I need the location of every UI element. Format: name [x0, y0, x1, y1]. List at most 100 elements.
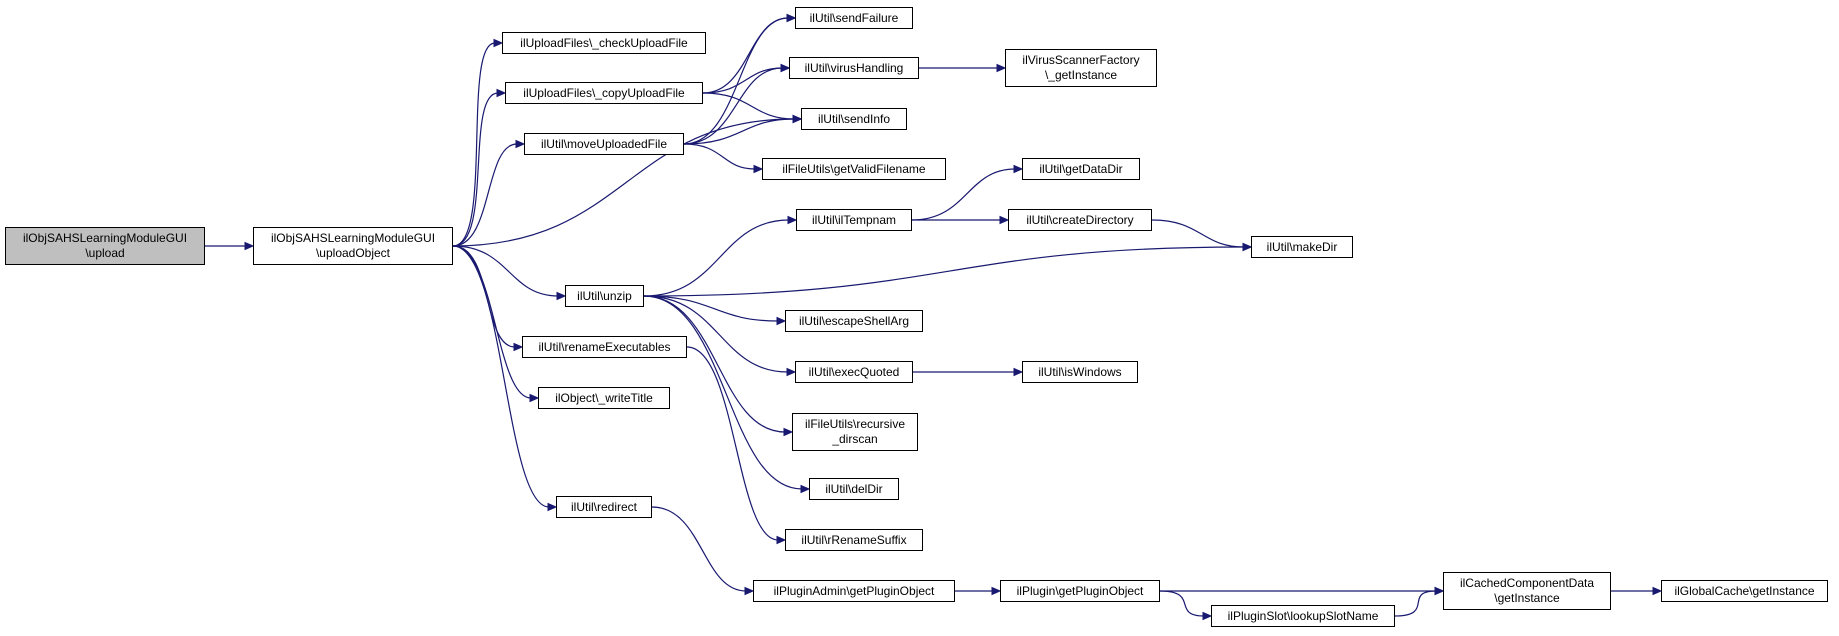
node-label: ilCachedComponentData \getInstance — [1459, 576, 1595, 605]
node-label: ilPluginAdmin\getPluginObject — [773, 583, 935, 598]
edge-getPluginObject-to-lookupSlotName — [1159, 590, 1205, 617]
edge-arrowhead — [515, 139, 526, 149]
edge-arrowhead — [513, 342, 524, 352]
node-writeTitle[interactable]: ilObject\_writeTitle — [538, 387, 670, 409]
edge-uploadObject-to-renameExecutables — [452, 245, 516, 348]
node-getPluginObject[interactable]: ilPlugin\getPluginObject — [1000, 580, 1160, 602]
node-label: ilUtil\ilTempnam — [811, 212, 897, 227]
node-cachedGetInstance[interactable]: ilCachedComponentData \getInstance — [1443, 572, 1611, 610]
node-getDataDir[interactable]: ilUtil\getDataDir — [1022, 158, 1140, 180]
node-virusHandling[interactable]: ilUtil\virusHandling — [789, 57, 919, 79]
node-recursiveDirscan[interactable]: ilFileUtils\recursive _dirscan — [792, 413, 918, 451]
edge-arrowhead — [786, 13, 797, 23]
edge-uploadObject-to-writeTitle — [452, 245, 532, 399]
node-label: ilUtil\redirect — [570, 499, 637, 514]
edge-redirect-to-getPluginObjectAdmin — [651, 506, 747, 592]
edge-arrowhead — [1434, 586, 1445, 596]
edge-arrowhead — [1202, 611, 1213, 621]
edge-moveUploadedFile-to-sendFailure — [683, 17, 789, 145]
edge-arrowhead — [776, 535, 787, 545]
edge-createDirectory-to-makeDir — [1151, 219, 1245, 248]
node-execQuoted[interactable]: ilUtil\execQuoted — [795, 361, 913, 383]
edge-arrowhead — [244, 241, 255, 251]
node-label: ilGlobalCache\getInstance — [1674, 583, 1815, 598]
node-label: ilUtil\unzip — [577, 288, 632, 303]
node-label: ilPlugin\getPluginObject — [1016, 583, 1144, 598]
node-label: ilFileUtils\getValidFilename — [782, 161, 926, 176]
edge-unzip-to-makeDir — [643, 246, 1245, 297]
edge-arrowhead — [780, 63, 791, 73]
node-virusScannerGetInstance[interactable]: ilVirusScannerFactory \_getInstance — [1005, 49, 1157, 87]
node-createDirectory[interactable]: ilUtil\createDirectory — [1008, 209, 1152, 231]
node-renameExecutables[interactable]: ilUtil\renameExecutables — [522, 336, 687, 358]
edge-arrowhead — [1652, 586, 1663, 596]
node-label: ilVirusScannerFactory \_getInstance — [1022, 53, 1140, 82]
edge-moveUploadedFile-to-virusHandling — [683, 67, 783, 145]
node-label: ilObject\_writeTitle — [555, 390, 653, 405]
edge-arrowhead — [1013, 164, 1024, 174]
node-label: ilUtil\getDataDir — [1039, 161, 1123, 176]
edge-lookupSlotName-to-cachedGetInstance — [1394, 590, 1437, 617]
node-redirect[interactable]: ilUtil\redirect — [556, 496, 652, 518]
edge-arrowhead — [800, 484, 811, 494]
edge-uploadObject-to-checkUploadFile — [452, 42, 496, 247]
edge-uploadObject-to-copyUploadFile — [452, 92, 499, 247]
edge-unzip-to-delDir — [643, 295, 803, 490]
node-ilTempnam[interactable]: ilUtil\ilTempnam — [796, 209, 912, 231]
edge-arrowhead — [991, 586, 1002, 596]
node-getValidFilename[interactable]: ilFileUtils\getValidFilename — [762, 158, 946, 180]
edge-uploadObject-to-redirect — [452, 245, 550, 508]
node-label: ilUtil\delDir — [825, 481, 883, 496]
node-uploadObject[interactable]: ilObjSAHSLearningModuleGUI \uploadObject — [253, 227, 453, 265]
node-upload[interactable]: ilObjSAHSLearningModuleGUI \upload — [5, 227, 205, 265]
node-makeDir[interactable]: ilUtil\makeDir — [1251, 236, 1353, 258]
edge-uploadObject-to-moveUploadedFile — [452, 143, 518, 247]
edge-arrowhead — [529, 393, 540, 403]
node-label: ilUtil\escapeShellArg — [798, 313, 910, 328]
edge-uploadObject-to-unzip — [452, 245, 559, 297]
node-label: ilUtil\moveUploadedFile — [540, 136, 668, 151]
edge-arrowhead — [776, 316, 787, 326]
node-label: ilUtil\renameExecutables — [538, 339, 671, 354]
edge-ilTempnam-to-getDataDir — [911, 168, 1016, 221]
edge-arrowhead — [1242, 242, 1253, 252]
node-label: ilUtil\execQuoted — [808, 364, 900, 379]
edge-arrowhead — [744, 586, 755, 596]
edge-unzip-to-ilTempnam — [643, 219, 790, 297]
edge-arrowhead — [786, 367, 797, 377]
node-sendInfo[interactable]: ilUtil\sendInfo — [801, 108, 907, 130]
edge-unzip-to-recursiveDirscan — [643, 295, 786, 433]
node-getPluginObjectAdmin[interactable]: ilPluginAdmin\getPluginObject — [753, 580, 955, 602]
node-sendFailure[interactable]: ilUtil\sendFailure — [795, 7, 913, 29]
node-label: ilUtil\rRenameSuffix — [801, 532, 907, 547]
edge-unzip-to-escapeShellArg — [643, 295, 779, 322]
edge-arrowhead — [996, 63, 1007, 73]
node-isWindows[interactable]: ilUtil\isWindows — [1022, 361, 1138, 383]
node-globalCacheGetInstance[interactable]: ilGlobalCache\getInstance — [1661, 580, 1828, 602]
node-label: ilUtil\makeDir — [1266, 239, 1338, 254]
node-lookupSlotName[interactable]: ilPluginSlot\lookupSlotName — [1211, 605, 1395, 627]
edge-moveUploadedFile-to-getValidFilename — [683, 143, 756, 170]
node-moveUploadedFile[interactable]: ilUtil\moveUploadedFile — [524, 133, 684, 155]
node-label: ilUtil\sendInfo — [817, 111, 891, 126]
node-checkUploadFile[interactable]: ilUploadFiles\_checkUploadFile — [502, 32, 706, 54]
node-label: ilUploadFiles\_checkUploadFile — [520, 35, 688, 50]
node-label: ilObjSAHSLearningModuleGUI \uploadObject — [270, 231, 436, 260]
edge-arrowhead — [496, 88, 507, 98]
node-rRenameSuffix[interactable]: ilUtil\rRenameSuffix — [785, 529, 923, 551]
node-label: ilPluginSlot\lookupSlotName — [1227, 608, 1379, 623]
node-unzip[interactable]: ilUtil\unzip — [565, 285, 644, 307]
node-label: ilUtil\virusHandling — [804, 60, 904, 75]
node-escapeShellArg[interactable]: ilUtil\escapeShellArg — [785, 310, 923, 332]
edge-arrowhead — [783, 427, 794, 437]
edge-copyUploadFile-to-sendInfo — [702, 92, 795, 120]
edge-renameExecutables-to-rRenameSuffix — [686, 346, 779, 541]
node-delDir[interactable]: ilUtil\delDir — [809, 478, 899, 500]
node-label: ilFileUtils\recursive _dirscan — [804, 417, 905, 446]
node-copyUploadFile[interactable]: ilUploadFiles\_copyUploadFile — [505, 82, 703, 104]
node-label: ilUtil\sendFailure — [809, 10, 899, 25]
edge-uploadObject-to-sendInfo — [452, 118, 795, 247]
node-label: ilUploadFiles\_copyUploadFile — [523, 85, 685, 100]
edge-arrowhead — [556, 291, 567, 301]
